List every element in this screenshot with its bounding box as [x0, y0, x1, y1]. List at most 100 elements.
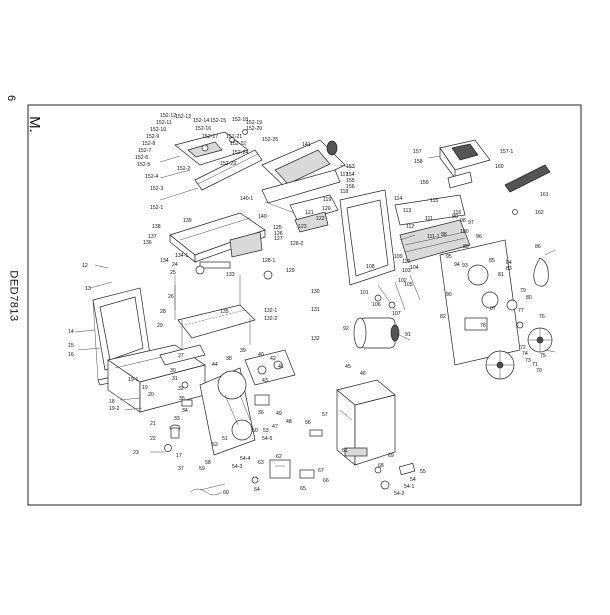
part-label: 118: [340, 189, 348, 195]
part-label: 152-14: [193, 118, 209, 124]
part-label: 152-13: [175, 114, 191, 120]
part-label: 109: [394, 254, 403, 260]
part-label: 55: [420, 469, 426, 475]
part-label: 152-8: [142, 141, 155, 147]
part-label: 105: [404, 282, 413, 288]
part-label: 13: [85, 286, 91, 292]
part-label: 141: [302, 142, 311, 148]
part-label: 152-2: [177, 166, 190, 172]
part-label: 152-12: [160, 113, 176, 119]
part-label: 125: [273, 225, 282, 231]
part-label: 73: [525, 358, 531, 364]
part-label: 108: [366, 264, 375, 270]
part-label: 152-4: [145, 174, 158, 180]
part-label: 22: [150, 436, 156, 442]
part-label: 128-2: [290, 241, 303, 247]
part-label: 152-22: [230, 141, 246, 147]
part-label: 158: [414, 159, 423, 165]
part-label: 33: [174, 416, 180, 422]
part-label: 58: [205, 460, 211, 466]
knob-parts: [150, 399, 193, 453]
part-label: 75: [540, 353, 546, 359]
part-label: 63: [258, 460, 264, 466]
part-label: 27: [178, 353, 184, 359]
part-label: 138: [152, 224, 161, 230]
gearbox: [244, 349, 296, 386]
part-label: 133: [226, 272, 235, 278]
part-label: 122: [316, 216, 325, 222]
part-label: 93: [462, 263, 468, 269]
part-label: 111-1: [427, 234, 440, 240]
part-label: 128-1: [262, 258, 275, 264]
part-label: 40: [258, 352, 264, 358]
part-label: 94: [454, 262, 460, 268]
part-label: 152-16: [195, 126, 211, 132]
part-number-labels: 152-12 152-11 152-10 152-9 152-8 152-7 1…: [68, 113, 549, 497]
part-label: 41: [278, 364, 284, 370]
part-label: 35: [179, 396, 185, 402]
page-number: 6: [5, 94, 18, 102]
part-label: 70: [536, 368, 542, 374]
part-label: 53: [263, 428, 269, 434]
part-label: 92: [343, 326, 349, 332]
part-label: 37: [178, 466, 184, 472]
part-label: 152-1: [150, 205, 163, 211]
part-label: 77: [518, 308, 524, 314]
part-label: 28: [160, 309, 166, 315]
part-label: 59: [199, 466, 205, 472]
part-label: 100: [460, 229, 469, 235]
part-label: 56: [305, 420, 311, 426]
part-label: 112: [406, 224, 414, 230]
part-label: 90: [446, 292, 452, 298]
part-label: 152-3: [150, 186, 163, 192]
part-label: 152-10: [150, 127, 166, 133]
part-label: 85: [489, 258, 495, 264]
part-label: 152-6: [135, 155, 148, 161]
part-label: 46: [360, 371, 366, 377]
part-label: 23: [133, 450, 139, 456]
part-label: 39: [240, 348, 246, 354]
part-label: 116: [453, 210, 461, 216]
part-label: 20: [148, 392, 154, 398]
part-label: 50: [252, 428, 258, 434]
part-label: 14: [68, 329, 74, 335]
wheel-set: [485, 257, 553, 380]
part-label: 104: [410, 265, 419, 271]
part-label: 49: [276, 411, 282, 417]
part-label: 134-1: [175, 253, 188, 259]
part-label: 107: [392, 311, 401, 317]
part-label: 19-1: [128, 377, 138, 383]
part-label: 87: [490, 306, 496, 312]
part-label: 152-24: [232, 150, 248, 156]
part-label: 34: [182, 408, 188, 414]
motor: [353, 317, 411, 349]
part-label: 54-2: [394, 491, 404, 497]
part-label: 96: [476, 234, 482, 240]
part-label: 134: [160, 258, 169, 264]
part-label: 52: [212, 442, 218, 448]
part-label: 152-11: [156, 120, 172, 126]
feed-rollers: [374, 274, 421, 311]
part-label: 130: [311, 289, 320, 295]
part-label: 117: [340, 172, 348, 178]
part-label: 19-2: [109, 406, 119, 412]
part-label: 84: [506, 260, 512, 266]
part-label: 71: [532, 362, 538, 368]
model-code: DED7813: [7, 270, 20, 322]
part-label: 76: [539, 314, 545, 320]
part-label: 24: [172, 262, 178, 268]
part-label: 106: [372, 302, 381, 308]
part-label: 97: [468, 220, 474, 226]
part-label: 154: [346, 172, 355, 178]
part-label: 114: [394, 196, 402, 202]
part-label: 47: [272, 424, 278, 430]
part-label: 101: [360, 290, 369, 296]
planer-body: [339, 189, 521, 366]
part-label: 161: [540, 192, 549, 198]
part-label: 81: [498, 272, 504, 278]
part-label: 25: [170, 270, 176, 276]
part-label: 68: [378, 463, 384, 469]
part-label: 157-1: [500, 149, 513, 155]
extension-table: [169, 212, 273, 310]
knob-assembly: [309, 429, 416, 490]
